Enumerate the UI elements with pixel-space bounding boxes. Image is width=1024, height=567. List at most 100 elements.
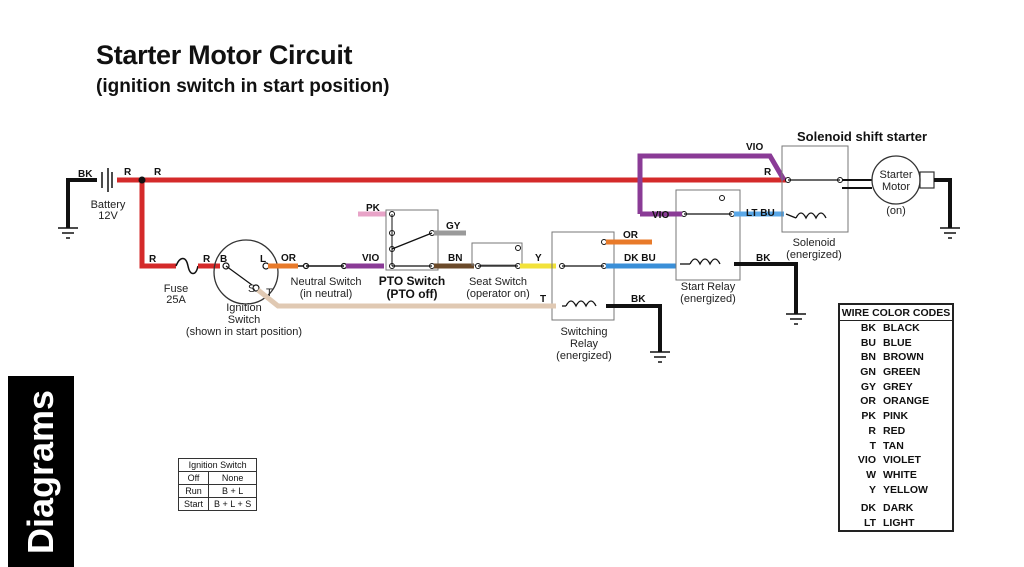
- wire-label-bn-seat: BN: [448, 253, 462, 264]
- ignition-term-l-label: L: [260, 254, 266, 265]
- battery-value: 12V: [98, 210, 118, 222]
- ground-symbol-battery: [58, 227, 78, 239]
- ignition-switch-symbol: [213, 239, 279, 305]
- ignition-label: Ignition: [226, 302, 261, 314]
- seat-switch-state: (operator on): [466, 288, 530, 300]
- legend-code: R: [868, 424, 876, 437]
- start-relay-label: Start Relay: [681, 281, 736, 293]
- wire-label-r-solenoid: R: [764, 167, 772, 178]
- legend-name: GREY: [883, 380, 913, 393]
- ignition-term-s-label: S: [248, 283, 255, 295]
- table-row: Run B + L: [177, 484, 258, 498]
- motor-label: Starter: [879, 169, 912, 181]
- legend-code: PK: [861, 410, 876, 423]
- ignition-conn: None: [208, 471, 258, 485]
- pto-switch-state: (PTO off): [386, 287, 437, 301]
- legend-name: DARK: [883, 502, 914, 515]
- legend-item: OR ORANGE: [840, 394, 952, 409]
- wire-label-r-fuse-left: R: [149, 254, 157, 265]
- start-relay-symbol: [675, 189, 741, 281]
- ignition-term-b-label: B: [220, 254, 227, 265]
- start-relay-state: (energized): [680, 293, 736, 305]
- wire-bk-motor: [934, 178, 952, 228]
- legend-name: TAN: [883, 439, 904, 452]
- legend-name: ORANGE: [883, 395, 930, 408]
- ignition-note: (shown in start position): [186, 326, 302, 338]
- seat-switch-label: Seat Switch: [469, 276, 527, 288]
- ground-symbol-motor: [940, 227, 960, 239]
- wire-label-t-switch: T: [540, 294, 546, 305]
- neutral-switch-state: (in neutral): [300, 288, 353, 300]
- motor-shaft: [919, 171, 935, 189]
- wire-label-bk-start: BK: [756, 253, 771, 264]
- ignition-pos: Start: [177, 497, 210, 511]
- wire-t-switch: [256, 288, 556, 309]
- legend-name: BROWN: [883, 351, 924, 364]
- legend-name: RED: [883, 424, 906, 437]
- table-row: Start B + L + S: [177, 497, 258, 511]
- ground-symbol-switching: [650, 351, 670, 363]
- ground-symbol-start: [786, 313, 806, 325]
- fuse-value: 25A: [166, 294, 186, 306]
- legend-name: WHITE: [883, 468, 917, 481]
- battery-symbol: [97, 168, 117, 192]
- legend-code: OR: [860, 395, 876, 408]
- seat-switch-symbol: [471, 242, 523, 269]
- wire-bk-switching: [606, 304, 662, 352]
- neutral-switch-symbol: [302, 262, 348, 270]
- side-tab[interactable]: Diagrams: [8, 376, 74, 567]
- legend-item: GN GREEN: [840, 365, 952, 380]
- wire-label-bk-battery: BK: [78, 169, 93, 180]
- ignition-pos: Run: [177, 484, 210, 498]
- legend-code: DK: [860, 502, 876, 515]
- legend-item: DK DARK: [840, 501, 952, 516]
- motor-state: (on): [886, 205, 906, 217]
- wire-bk-battery: [66, 178, 98, 228]
- legend-name: BLUE: [883, 336, 912, 349]
- legend-code: BU: [860, 336, 876, 349]
- fuse-label: Fuse: [164, 283, 188, 295]
- legend-code: GY: [860, 380, 876, 393]
- switching-relay-symbol: [551, 231, 615, 321]
- legend-code: GN: [860, 366, 876, 379]
- table-row: Off None: [177, 471, 258, 485]
- wire-label-pk-pto: PK: [366, 203, 381, 214]
- wire-label-or-ignition: OR: [281, 253, 297, 264]
- diagram-title: Starter Motor Circuit: [96, 40, 353, 70]
- ignition-pos: Off: [177, 471, 210, 485]
- legend-code: LT: [863, 516, 876, 529]
- legend-name: BLACK: [883, 322, 920, 334]
- switching-relay-label: Switching: [560, 326, 607, 338]
- legend-name: LIGHT: [883, 516, 915, 529]
- solenoid-symbol: [781, 145, 849, 233]
- legend-item: PK PINK: [840, 409, 952, 424]
- pto-switch-symbol: [385, 209, 439, 271]
- ignition-term-t-label: T: [266, 287, 273, 299]
- legend-item: LT LIGHT: [840, 516, 952, 531]
- ignition-conn: B + L: [208, 484, 258, 498]
- wire-label-dk-bu: DK BU: [624, 253, 656, 264]
- wire-label-r-battery: R: [124, 167, 132, 178]
- ignition-switch-table: Ignition Switch Off None Run B + L Start…: [177, 458, 258, 511]
- pto-switch-label: PTO Switch: [379, 274, 445, 288]
- legend-name: PINK: [883, 410, 909, 423]
- wire-bk-start: [734, 262, 798, 314]
- solenoid-state: (energized): [786, 249, 842, 261]
- battery-label: Battery: [91, 199, 126, 211]
- fuse-symbol: [175, 257, 199, 275]
- legend-name: GREEN: [883, 366, 921, 379]
- ignition-label-2: Switch: [228, 314, 260, 326]
- neutral-switch-label: Neutral Switch: [291, 276, 362, 288]
- switching-relay-state: (energized): [556, 350, 612, 362]
- wire-red-fuse-feed: [139, 180, 176, 269]
- wire-vio-top: [637, 153, 787, 214]
- wire-label-r-fuse-right: R: [203, 254, 211, 265]
- legend-code: VIO: [857, 454, 876, 467]
- motor-label-2: Motor: [882, 181, 910, 193]
